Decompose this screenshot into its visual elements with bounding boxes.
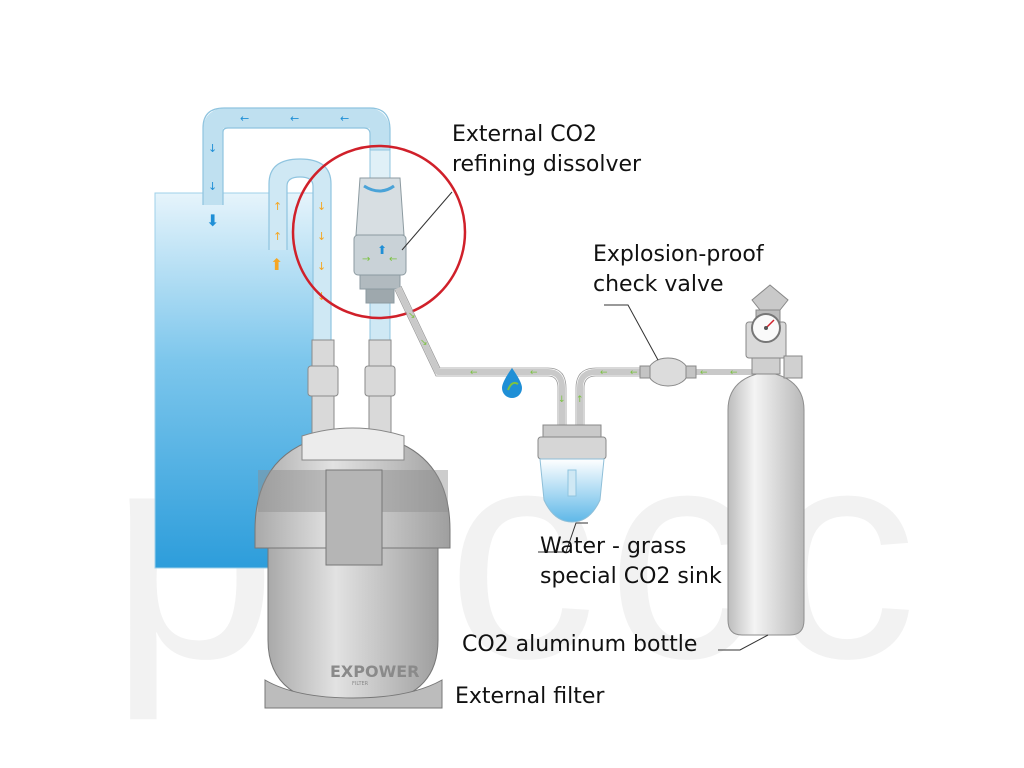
label-dissolver-line2: refining dissolver (452, 152, 642, 177)
intake-pipe-outline (268, 158, 332, 340)
svg-text:←: ← (630, 368, 638, 378)
co2-dissolver: → ⬆ ← (353, 149, 407, 304)
label-sink-line2: special CO2 sink (540, 564, 722, 589)
svg-text:↘: ↘ (420, 338, 428, 348)
label-filter: External filter (455, 684, 605, 709)
svg-text:↓: ↓ (317, 200, 326, 213)
label-dissolver: External CO2 refining dissolver (452, 120, 641, 180)
svg-text:→: → (362, 254, 370, 265)
svg-text:←: ← (240, 112, 249, 125)
svg-text:↓: ↓ (317, 230, 326, 243)
gas-line-outline (394, 285, 650, 425)
external-filter (254, 427, 451, 709)
label-dissolver-line1: External CO2 (452, 122, 597, 147)
svg-text:←: ← (700, 368, 708, 378)
co2-sink (537, 424, 607, 523)
label-check-valve-line1: Explosion-proof (593, 242, 764, 267)
svg-text:←: ← (340, 112, 349, 125)
svg-text:⬇: ⬇ (206, 211, 219, 230)
return-pipe-outline (202, 107, 391, 205)
svg-text:EXPOWER: EXPOWER (330, 662, 420, 681)
filter-valves (307, 339, 396, 437)
label-bottle: CO2 aluminum bottle (462, 632, 698, 657)
check-valve (639, 357, 697, 387)
svg-text:↑: ↑ (273, 200, 282, 213)
return-pipe (203, 108, 390, 205)
gas-line (395, 286, 760, 425)
drop-icon (502, 368, 522, 398)
svg-text:←: ← (600, 368, 608, 378)
svg-text:⬆: ⬆ (377, 243, 387, 257)
filter-brand-logo: EXPOWER FILTER (330, 662, 420, 687)
co2-cylinder (727, 355, 805, 636)
svg-text:↓: ↓ (558, 395, 566, 405)
highlight-circle (291, 144, 467, 320)
svg-text:FILTER: FILTER (352, 681, 369, 687)
svg-text:←: ← (730, 368, 738, 378)
pressure-gauge-icon (751, 313, 781, 343)
label-check-valve-line2: check valve (593, 272, 724, 297)
intake-pipe (269, 158, 331, 340)
svg-text:↑: ↑ (576, 395, 584, 405)
gas-arrow-icon: ↘ ↘ ← ← ↓ ↑ ← ← ← ← (408, 311, 738, 405)
svg-text:←: ← (389, 254, 397, 265)
svg-text:↓: ↓ (317, 260, 326, 273)
svg-text:↑: ↑ (273, 230, 282, 243)
svg-text:↓: ↓ (208, 142, 217, 155)
svg-text:←: ← (530, 368, 538, 378)
dissolver-output-pipe (369, 299, 391, 343)
svg-text:←: ← (290, 112, 299, 125)
label-check-valve: Explosion-proof check valve (593, 240, 764, 300)
leader-lines (401, 191, 769, 651)
svg-text:↘: ↘ (408, 311, 416, 321)
svg-text:↓: ↓ (208, 180, 217, 193)
svg-text:←: ← (470, 368, 478, 378)
label-sink-line1: Water - grass (540, 534, 687, 559)
label-sink: Water - grass special CO2 sink (540, 532, 722, 592)
svg-text:⬆: ⬆ (270, 255, 283, 274)
